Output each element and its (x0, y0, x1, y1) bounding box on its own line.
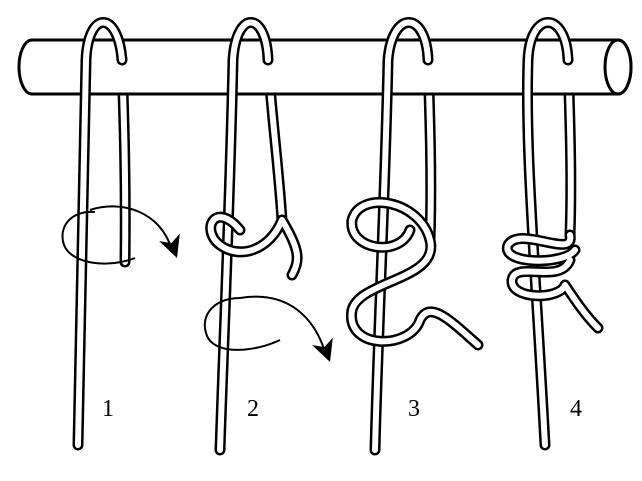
rope-4-knot (502, 229, 604, 334)
arrow-step-1 (89, 205, 180, 258)
step-label-2: 2 (247, 396, 259, 422)
rope-1-standing (72, 17, 128, 451)
rope-2-loop (205, 211, 303, 281)
step-label-4: 4 (570, 396, 582, 422)
rope-3-standing (369, 17, 434, 456)
bar (17, 38, 633, 96)
rope-3-knot (346, 197, 484, 351)
arrows (61, 205, 333, 362)
rope-2-standing (214, 17, 274, 456)
loop-guide-1 (61, 210, 136, 265)
step-label-1: 1 (102, 396, 114, 422)
step-labels: 1 2 3 4 (102, 396, 582, 422)
rope-4-standing (521, 17, 574, 451)
arrow-step-2 (239, 295, 333, 362)
loop-guide-2 (203, 297, 281, 351)
rope-front-strands (72, 17, 604, 456)
step-label-3: 3 (408, 396, 420, 422)
